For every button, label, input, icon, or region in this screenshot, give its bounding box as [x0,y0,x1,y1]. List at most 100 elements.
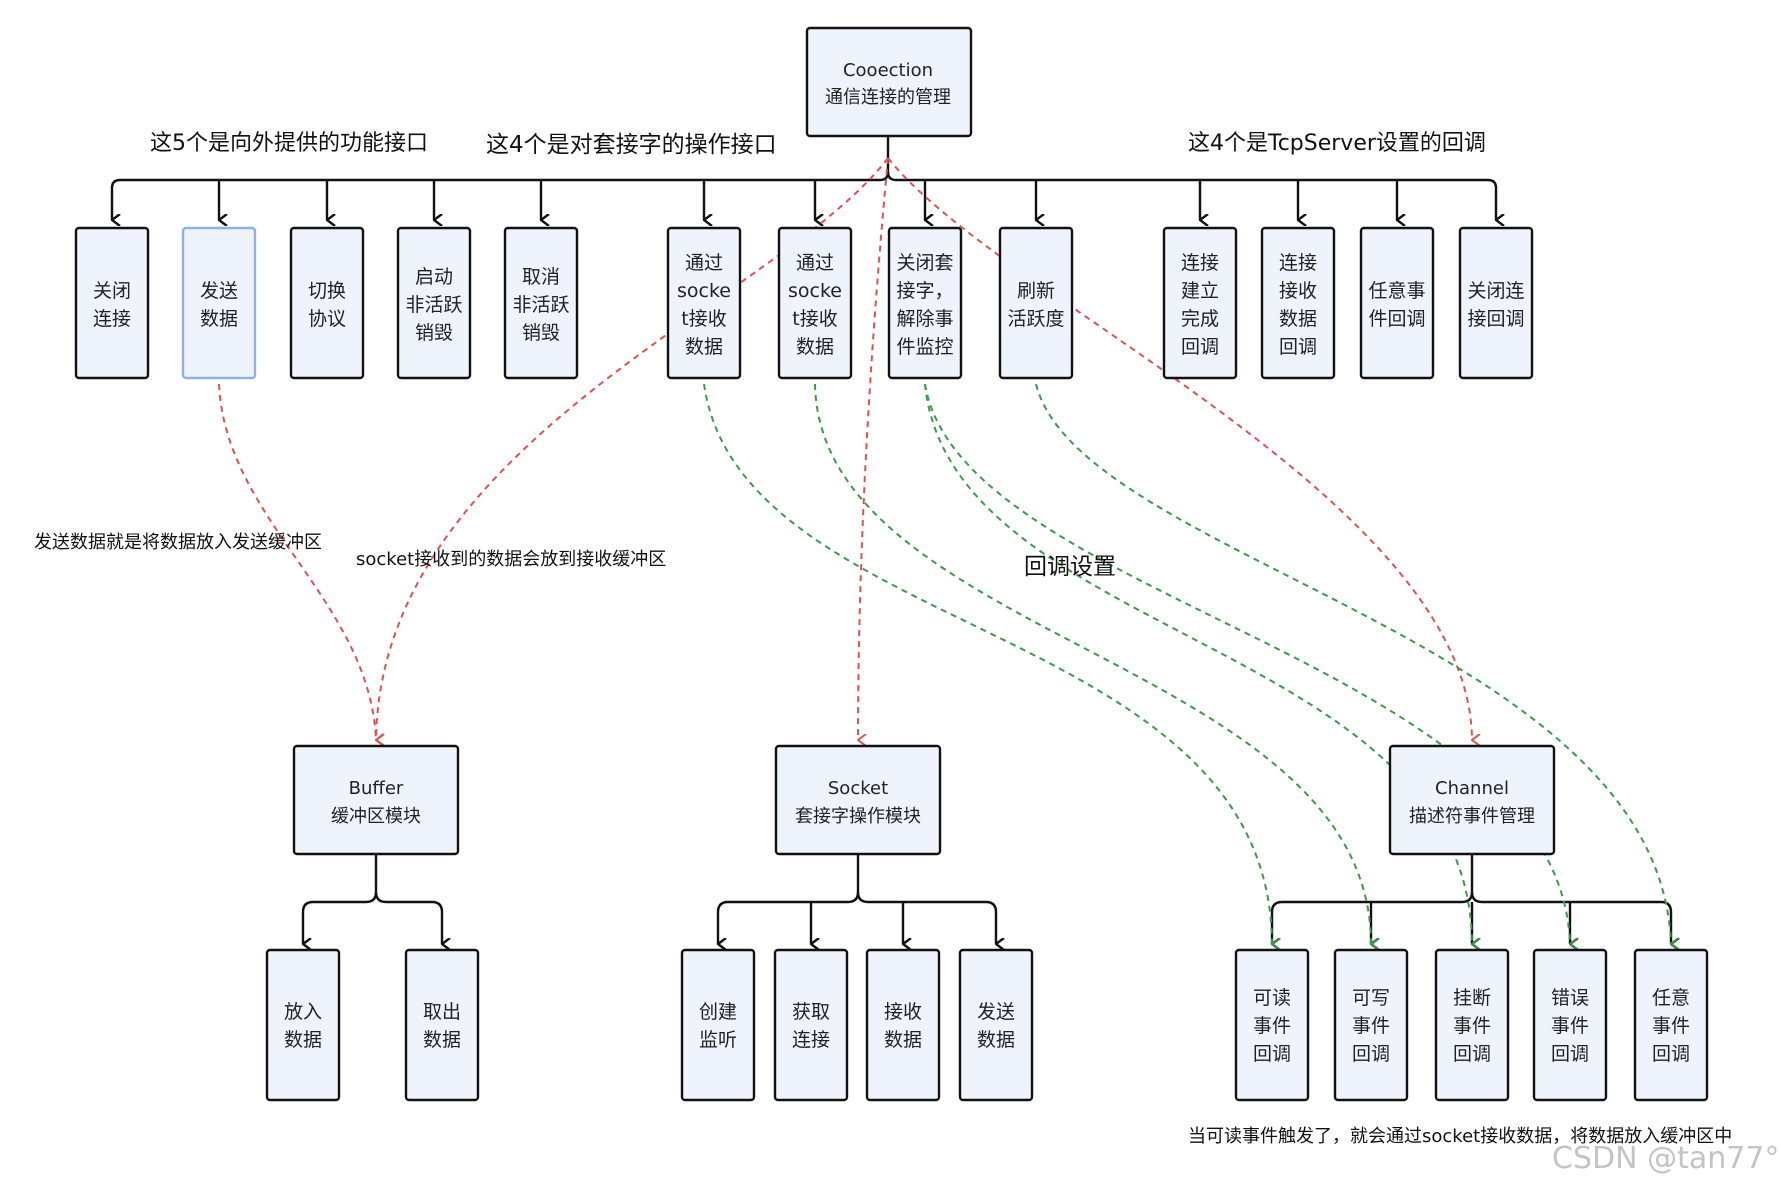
svg-text:数据: 数据 [884,1029,922,1051]
svg-text:连接: 连接 [93,308,131,330]
svg-text:件监控: 件监控 [896,336,953,358]
svg-text:监听: 监听 [699,1029,737,1051]
svg-text:回调: 回调 [1551,1043,1589,1065]
svg-text:数据: 数据 [284,1029,322,1051]
svg-text:接收: 接收 [1279,280,1317,302]
socket-recv-data-node: 接收 数据 [865,948,941,1102]
svg-text:取出: 取出 [423,1001,461,1023]
svg-text:建立: 建立 [1181,280,1219,302]
callback-setting-note: 回调设置 [1024,554,1116,580]
connection-subtitle: 通信连接的管理 [825,87,951,108]
svg-text:回调: 回调 [1253,1043,1291,1065]
nodes: Cooection 通信连接的管理 关闭 连接 发送 数据 切换 协议 启动 非… [74,26,1709,1102]
svg-text:回调: 回调 [1279,336,1317,358]
svg-text:Buffer: Buffer [349,778,404,799]
svg-text:放入: 放入 [284,1001,322,1023]
close-connection-node: 关闭 连接 [74,226,150,380]
svg-text:解除事: 解除事 [896,308,953,330]
channel-write-callback-node: 可写 事件 回调 [1333,948,1409,1102]
svg-text:非活跃: 非活跃 [512,294,569,316]
svg-text:创建: 创建 [699,1001,737,1023]
readable-event-note: 当可读事件触发了，就会通过socket接收数据，将数据放入缓冲区中 [1188,1126,1732,1147]
tree-connectors [110,137,1671,944]
svg-text:销毁: 销毁 [415,322,453,344]
svg-text:数据: 数据 [796,336,834,358]
established-callback-node: 连接 建立 完成 回调 [1162,226,1238,380]
svg-text:关闭套: 关闭套 [896,252,953,274]
cancel-inactive-release-node: 取消 非活跃 销毁 [503,226,579,380]
svg-text:缓冲区模块: 缓冲区模块 [331,806,421,827]
socket-recv-node: 通过 socke t接收 数据 [666,226,742,380]
recv-buffer-note: socket接收到的数据会放到接收缓冲区 [356,549,666,570]
close-socket-node: 关闭套 接字， 解除事 件监控 [887,226,963,380]
svg-text:事件: 事件 [1352,1015,1390,1037]
svg-text:连接: 连接 [1181,252,1219,274]
channel-node: Channel 描述符事件管理 [1388,744,1556,856]
svg-text:完成: 完成 [1181,308,1219,330]
svg-text:Socket: Socket [828,778,888,799]
send-data-node: 发送 数据 [181,226,257,380]
socket-accept-node: 获取 连接 [773,948,849,1102]
socket-send-node: 通过 socke t接收 数据 [777,226,853,380]
svg-text:Channel: Channel [1435,778,1509,799]
svg-text:通过: 通过 [685,252,723,274]
svg-text:非活跃: 非活跃 [405,294,462,316]
svg-text:取消: 取消 [522,266,560,288]
socket-create-listen-node: 创建 监听 [680,948,756,1102]
svg-text:socke: socke [677,280,731,302]
svg-text:连接: 连接 [792,1029,830,1051]
svg-text:销毁: 销毁 [522,322,560,344]
svg-text:接回调: 接回调 [1467,308,1524,330]
svg-text:获取: 获取 [792,1001,830,1023]
message-callback-node: 连接 接收 数据 回调 [1260,226,1336,380]
svg-text:回调: 回调 [1453,1043,1491,1065]
four-callback-note: 这4个是TcpServer设置的回调 [1188,131,1486,156]
five-api-note: 这5个是向外提供的功能接口 [150,131,428,156]
svg-text:错误: 错误 [1551,987,1589,1009]
svg-text:件回调: 件回调 [1368,308,1425,330]
svg-text:通过: 通过 [796,252,834,274]
svg-text:回调: 回调 [1181,336,1219,358]
svg-text:接收: 接收 [884,1001,922,1023]
svg-text:任意: 任意 [1652,987,1690,1009]
buffer-node: Buffer 缓冲区模块 [292,744,460,856]
enable-inactive-release-node: 启动 非活跃 销毁 [396,226,472,380]
channel-error-callback-node: 错误 事件 回调 [1532,948,1608,1102]
channel-close-callback-node: 挂断 事件 回调 [1434,948,1510,1102]
svg-text:数据: 数据 [423,1029,461,1051]
svg-text:数据: 数据 [977,1029,1015,1051]
annotations: 这5个是向外提供的功能接口 这4个是对套接字的操作接口 这4个是TcpServe… [34,131,1732,1147]
svg-text:描述符事件管理: 描述符事件管理 [1409,806,1535,827]
svg-text:可写: 可写 [1352,987,1390,1009]
svg-text:关闭: 关闭 [93,280,131,302]
any-event-callback-node: 任意事 件回调 [1359,226,1435,380]
svg-text:协议: 协议 [308,308,346,330]
svg-text:套接字操作模块: 套接字操作模块 [795,806,921,827]
send-buffer-note: 发送数据就是将数据放入发送缓冲区 [34,532,322,553]
watermark: CSDN @tan77° [1552,1141,1779,1176]
switch-protocol-node: 切换 协议 [289,226,365,380]
svg-text:事件: 事件 [1253,1015,1291,1037]
svg-text:可读: 可读 [1253,987,1291,1009]
svg-text:数据: 数据 [1279,308,1317,330]
channel-any-callback-node: 任意 事件 回调 [1633,948,1709,1102]
svg-text:刷新: 刷新 [1017,280,1055,302]
svg-text:事件: 事件 [1551,1015,1589,1037]
closed-callback-node: 关闭连 接回调 [1458,226,1534,380]
svg-text:发送: 发送 [977,1001,1015,1023]
refresh-activity-node: 刷新 活跃度 [998,226,1074,380]
svg-text:数据: 数据 [685,336,723,358]
red-dashed-links [218,157,1472,740]
green-dashed-links [703,383,1671,944]
four-socket-note: 这4个是对套接字的操作接口 [486,132,777,158]
svg-text:关闭连: 关闭连 [1467,280,1524,302]
connection-title: Cooection [843,60,933,81]
socket-node: Socket 套接字操作模块 [774,744,942,856]
svg-text:事件: 事件 [1652,1015,1690,1037]
svg-text:回调: 回调 [1652,1043,1690,1065]
svg-text:挂断: 挂断 [1453,987,1491,1009]
svg-text:t接收: t接收 [681,308,726,330]
svg-text:数据: 数据 [200,308,238,330]
svg-text:任意事: 任意事 [1368,280,1425,302]
